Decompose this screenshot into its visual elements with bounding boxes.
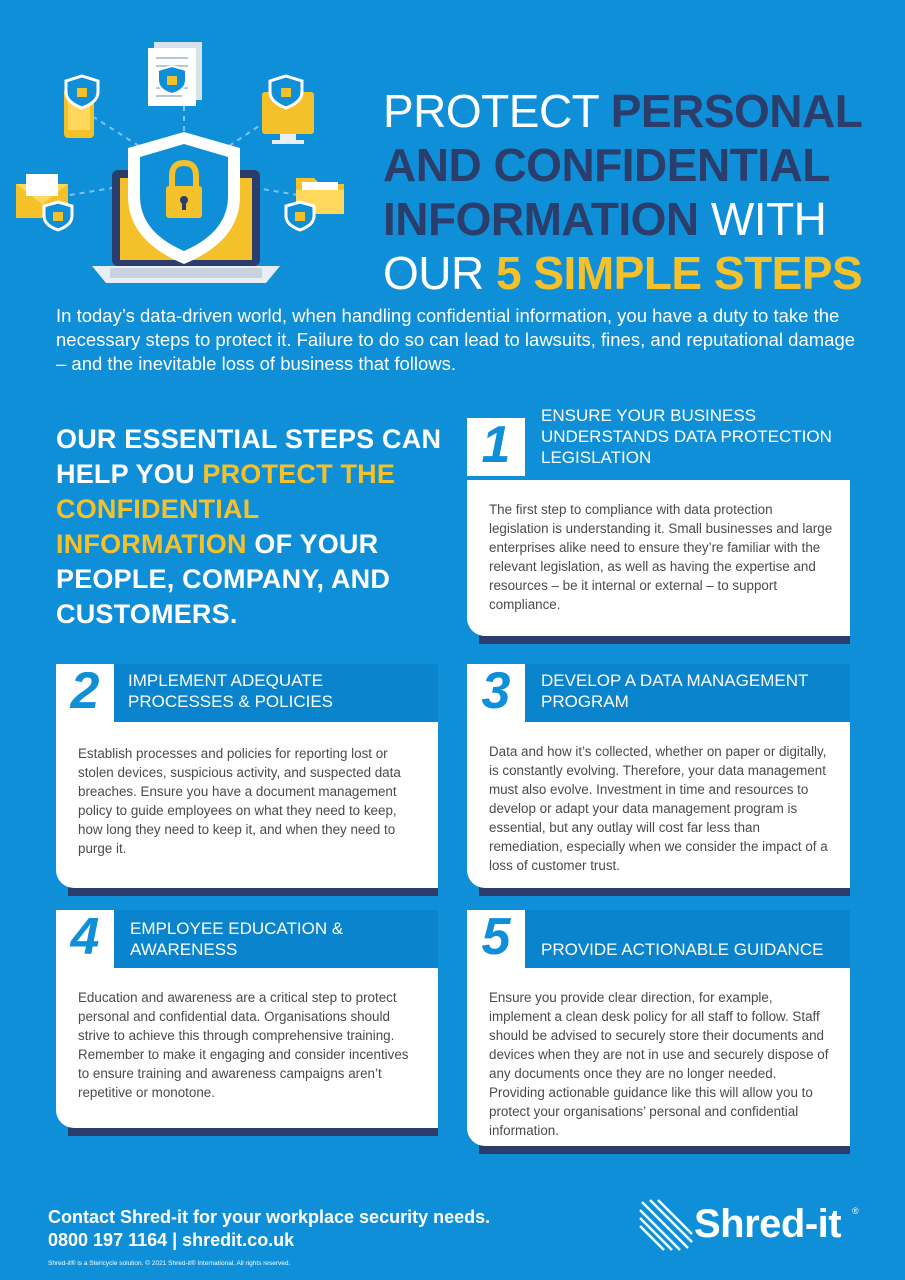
step-number: 4 <box>70 908 100 966</box>
headline-emphasis: PERSONAL <box>610 85 863 137</box>
step-card: 5 PROVIDE ACTIONABLE GUIDANCE Ensure you… <box>467 908 850 1154</box>
step-number: 5 <box>481 908 511 966</box>
step-body: Establish processes and policies for rep… <box>78 746 401 856</box>
card-shadow <box>68 886 438 896</box>
step-body: Education and awareness are a critical s… <box>78 990 409 1100</box>
contact-line: Contact Shred-it for your workplace secu… <box>48 1207 491 1227</box>
step-body: The first step to compliance with data p… <box>489 502 833 612</box>
step-title: EMPLOYEE EDUCATION & AWARENESS <box>130 919 344 959</box>
step-body: Data and how it’s collected, whether on … <box>489 744 828 873</box>
document-icon <box>148 42 202 106</box>
step-number-box <box>56 910 114 968</box>
step-card-body: Establish processes and policies for rep… <box>56 722 438 888</box>
card-shadow <box>479 886 850 896</box>
step-title-bar: ENSURE YOUR BUSINESS UNDERSTANDS DATA PR… <box>525 406 850 476</box>
headline-emphasis: INFORMATION <box>383 193 699 245</box>
step-card-body: Data and how it’s collected, whether on … <box>467 722 850 888</box>
shield-lock-icon <box>128 132 240 264</box>
step-card: 4 EMPLOYEE EDUCATION & AWARENESS Educati… <box>56 908 438 1136</box>
card-shadow <box>479 1144 850 1154</box>
logo-registered-mark: ® <box>852 1206 859 1216</box>
step-title-bar: IMPLEMENT ADEQUATE PROCESSES & POLICIES <box>114 664 438 722</box>
step-number-box <box>467 910 525 968</box>
essential-text: OUR ESSENTIAL STEPS CAN HELP YOU <box>56 424 442 489</box>
headline-text: OUR <box>383 247 496 299</box>
step-title-bar: PROVIDE ACTIONABLE GUIDANCE <box>525 910 850 968</box>
contact-info: Contact Shred-it for your workplace secu… <box>48 1206 568 1252</box>
step-number-box <box>467 664 525 722</box>
step-title-bar: DEVELOP A DATA MANAGEMENT PROGRAM <box>525 664 850 722</box>
step-card-body: Education and awareness are a critical s… <box>56 968 438 1128</box>
shred-lines-icon <box>639 1199 693 1251</box>
headline-highlight: 5 SIMPLE STEPS <box>496 247 863 299</box>
step-card: 3 DEVELOP A DATA MANAGEMENT PROGRAM Data… <box>467 662 850 896</box>
card-shadow <box>479 634 850 644</box>
monitor-icon <box>262 74 314 144</box>
envelope-icon <box>16 174 74 232</box>
step-body: Ensure you provide clear direction, for … <box>489 990 829 1138</box>
step-number: 3 <box>481 662 511 720</box>
shredit-logo: Shred-it ® <box>638 1196 863 1252</box>
essential-highlight: PROTECT THE CONFIDENTIAL INFORMATION <box>56 459 396 559</box>
step-card: 2 IMPLEMENT ADEQUATE PROCESSES & POLICIE… <box>56 662 438 896</box>
legal-notice: Shred-it® is a Stericycle solution. © 20… <box>48 1260 291 1267</box>
step-number-box <box>56 664 114 722</box>
step-title: IMPLEMENT ADEQUATE PROCESSES & POLICIES <box>128 671 334 711</box>
step-number: 1 <box>481 416 511 474</box>
security-illustration <box>16 42 344 283</box>
page-title: PROTECT PERSONAL AND CONFIDENTIAL INFORM… <box>383 84 883 300</box>
intro-paragraph: In today’s data-driven world, when handl… <box>56 305 856 374</box>
step-title: DEVELOP A DATA MANAGEMENT PROGRAM <box>541 671 809 711</box>
step-number: 2 <box>70 662 100 720</box>
card-shadow <box>68 1126 438 1136</box>
step-card: 1 ENSURE YOUR BUSINESS UNDERSTANDS DATA … <box>467 406 850 644</box>
step-number-box <box>467 418 525 476</box>
headline-text: PROTECT <box>383 85 611 137</box>
contact-phone-website: 0800 197 1164 | shredit.co.uk <box>48 1230 295 1250</box>
step-title: PROVIDE ACTIONABLE GUIDANCE <box>541 940 824 959</box>
logo-text: Shred-it <box>694 1202 842 1246</box>
essential-text: OF YOUR PEOPLE, COMPANY, AND CUSTOMERS. <box>56 529 391 629</box>
headline-emphasis: AND CONFIDENTIAL <box>383 139 830 191</box>
folder-icon <box>284 178 344 232</box>
step-title: ENSURE YOUR BUSINESS UNDERSTANDS DATA PR… <box>541 406 832 467</box>
headline-text: WITH <box>698 193 827 245</box>
step-card-body: The first step to compliance with data p… <box>467 480 850 636</box>
phone-icon <box>64 74 100 138</box>
step-card-body: Ensure you provide clear direction, for … <box>467 968 850 1146</box>
step-title-bar: EMPLOYEE EDUCATION & AWARENESS <box>114 910 438 968</box>
essential-statement: OUR ESSENTIAL STEPS CAN HELP YOU PROTECT… <box>56 422 446 632</box>
